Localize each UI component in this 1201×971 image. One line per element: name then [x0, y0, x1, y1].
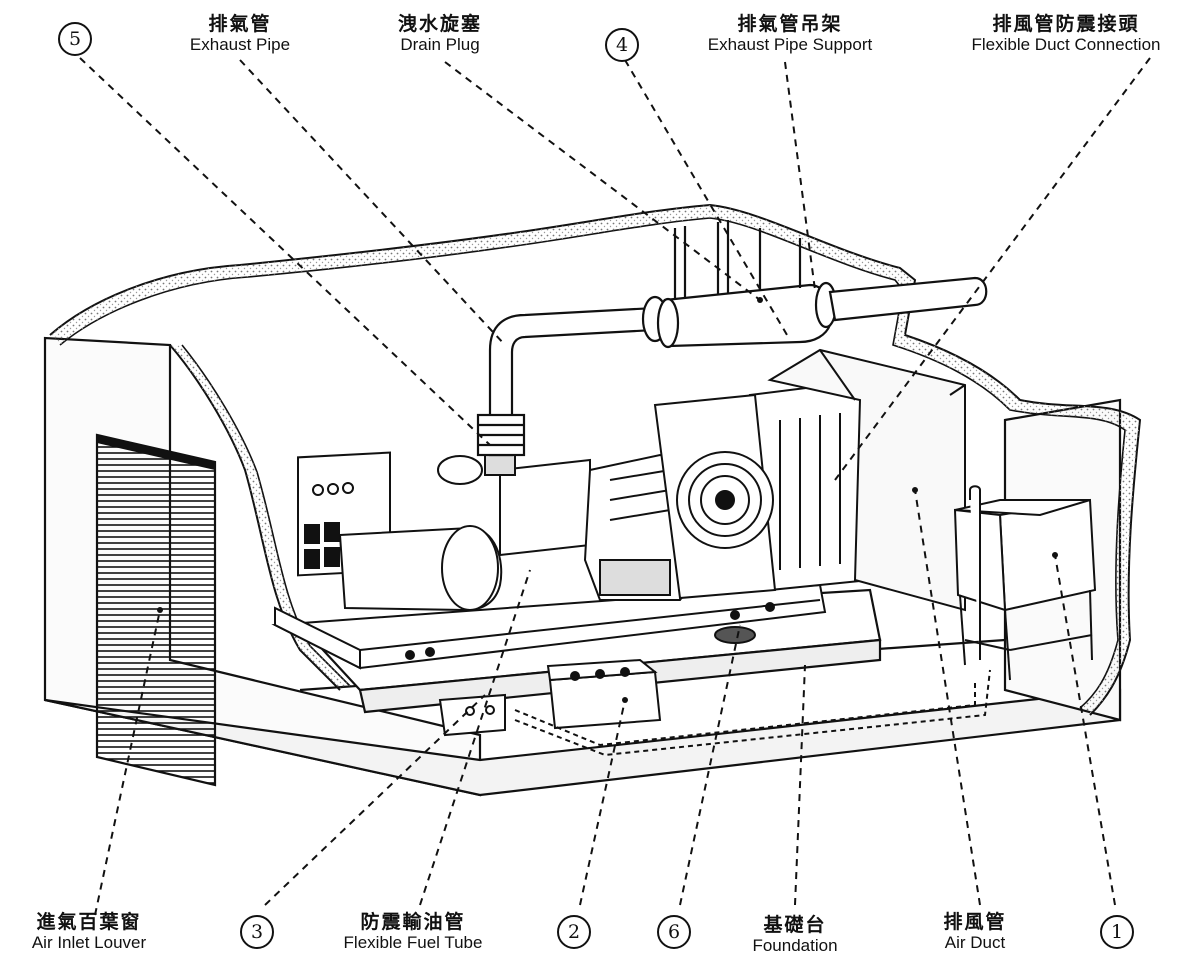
label-flexible-duct-connection-zh: 排風管防震接頭: [992, 13, 1140, 35]
callout-5: 5: [58, 22, 92, 56]
wall-cutaway-edge: [49, 203, 1142, 716]
label-exhaust-pipe-support-zh: 排氣管吊架: [737, 13, 843, 35]
label-exhaust-pipe-en: Exhaust Pipe: [189, 35, 291, 55]
label-flexible-fuel-tube: 防震輸油管 Flexible Fuel Tube: [318, 911, 508, 953]
label-drain-plug-zh: 洩水旋塞: [397, 13, 482, 35]
label-foundation: 基礎台 Foundation: [725, 914, 865, 956]
label-foundation-zh: 基礎台: [763, 914, 827, 936]
callout-1: 1: [1100, 915, 1134, 949]
label-air-duct-zh: 排風管: [943, 911, 1007, 933]
skid-base: [271, 583, 827, 670]
alternator: [297, 451, 503, 612]
air-inlet-louver-shape: [95, 433, 217, 787]
label-exhaust-pipe-support-en: Exhaust Pipe Support: [707, 35, 873, 55]
label-drain-plug-en: Drain Plug: [400, 35, 480, 55]
control-box: [438, 693, 506, 737]
fuel-lines: [514, 669, 991, 757]
fuel-tank: [953, 485, 1097, 681]
callout-6: 6: [657, 915, 691, 949]
label-air-inlet-louver: 進氣百葉窗 Air Inlet Louver: [4, 911, 174, 953]
label-exhaust-pipe-zh: 排氣管: [208, 13, 272, 35]
leader-dots: [157, 297, 1058, 703]
label-air-inlet-louver-zh: 進氣百葉窗: [36, 911, 142, 933]
exhaust-pipe-shape: [476, 220, 988, 457]
label-air-duct: 排風管 Air Duct: [920, 911, 1030, 953]
label-exhaust-pipe: 排氣管 Exhaust Pipe: [160, 13, 320, 55]
battery: [546, 658, 662, 730]
label-flexible-duct-connection: 排風管防震接頭 Flexible Duct Connection: [935, 13, 1197, 55]
label-air-duct-en: Air Duct: [944, 933, 1006, 953]
label-foundation-en: Foundation: [752, 936, 838, 956]
callout-2: 2: [557, 915, 591, 949]
radiator: [653, 378, 871, 600]
label-drain-plug: 洩水旋塞 Drain Plug: [370, 13, 510, 55]
label-exhaust-pipe-support: 排氣管吊架 Exhaust Pipe Support: [675, 13, 905, 55]
air-duct-shape: [767, 348, 966, 612]
callout-3: 3: [240, 915, 274, 949]
label-air-inlet-louver-en: Air Inlet Louver: [31, 933, 147, 953]
label-flexible-fuel-tube-en: Flexible Fuel Tube: [343, 933, 483, 953]
label-flexible-duct-connection-en: Flexible Duct Connection: [971, 35, 1161, 55]
callout-4: 4: [605, 28, 639, 62]
leader-lines: [79, 57, 1151, 916]
label-flexible-fuel-tube-zh: 防震輸油管: [360, 911, 466, 933]
